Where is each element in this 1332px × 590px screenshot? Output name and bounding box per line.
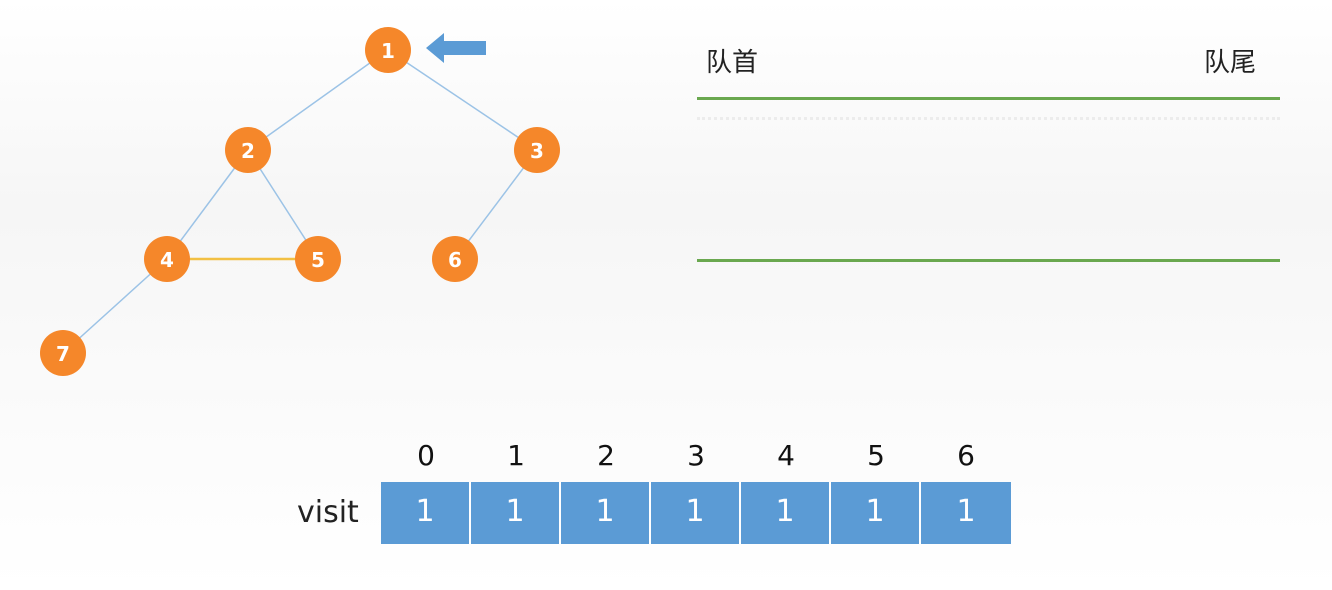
edge-4-7 bbox=[62, 258, 168, 354]
node-label: 3 bbox=[530, 139, 544, 163]
edge-1-3 bbox=[387, 49, 538, 151]
graph-node-4: 4 bbox=[144, 236, 190, 282]
node-label: 7 bbox=[56, 342, 70, 366]
node-circle bbox=[295, 236, 341, 282]
queue-bottom-line bbox=[697, 259, 1280, 262]
visit-index-1: 1 bbox=[507, 439, 525, 472]
node-circle bbox=[514, 127, 560, 173]
visit-cell-2: 1 bbox=[561, 482, 651, 544]
visit-index-row: 0 1 2 3 4 5 6 bbox=[381, 438, 1017, 474]
graph-node-7: 7 bbox=[40, 330, 86, 376]
graph-node-5: 5 bbox=[295, 236, 341, 282]
node-label: 2 bbox=[241, 139, 255, 163]
node-circle bbox=[225, 127, 271, 173]
edge-1-2 bbox=[247, 49, 389, 151]
visit-cell-5: 1 bbox=[831, 482, 921, 544]
node-circle bbox=[40, 330, 86, 376]
queue-divider-dots bbox=[697, 117, 1280, 120]
visit-cell-6: 1 bbox=[921, 482, 1011, 544]
node-circle bbox=[365, 27, 411, 73]
queue-rear-label: 队尾 bbox=[1204, 48, 1257, 78]
edges-layer bbox=[62, 49, 538, 354]
node-label: 1 bbox=[381, 39, 395, 63]
visit-array-label: visit bbox=[297, 495, 359, 530]
pointer-layer bbox=[426, 33, 486, 63]
visit-index-5: 5 bbox=[867, 439, 885, 472]
graph-node-6: 6 bbox=[432, 236, 478, 282]
graph-node-3: 3 bbox=[514, 127, 560, 173]
visit-index-6: 6 bbox=[957, 439, 975, 472]
nodes-layer: 1 2 3 4 5 6 7 bbox=[40, 27, 560, 376]
node-circle bbox=[144, 236, 190, 282]
visit-cell-1: 1 bbox=[471, 482, 561, 544]
node-label: 5 bbox=[311, 248, 325, 272]
node-circle bbox=[432, 236, 478, 282]
visit-cell-0: 1 bbox=[381, 482, 471, 544]
node-label: 6 bbox=[448, 248, 462, 272]
visit-cell-3: 1 bbox=[651, 482, 741, 544]
visit-index-0: 0 bbox=[417, 439, 435, 472]
visit-index-4: 4 bbox=[777, 439, 795, 472]
node-label: 4 bbox=[160, 248, 174, 272]
graph-node-2: 2 bbox=[225, 127, 271, 173]
visit-cell-4: 1 bbox=[741, 482, 831, 544]
visit-index-3: 3 bbox=[687, 439, 705, 472]
graph-node-1: 1 bbox=[365, 27, 411, 73]
queue-top-line bbox=[697, 97, 1280, 100]
left-arrow-icon bbox=[426, 33, 486, 63]
visit-index-2: 2 bbox=[597, 439, 615, 472]
queue-front-label: 队首 bbox=[706, 48, 759, 78]
